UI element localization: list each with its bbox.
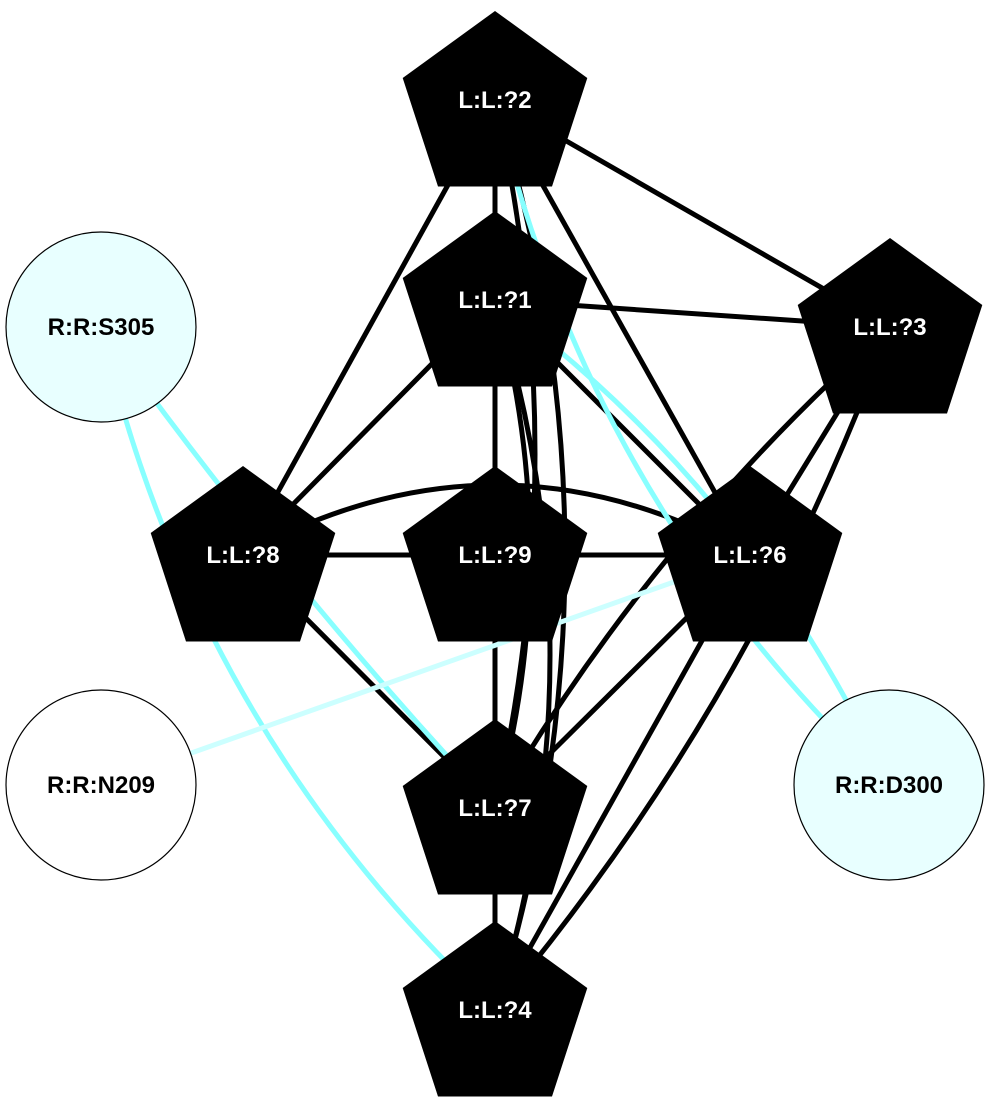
node-l4[interactable]: L:L:?4 (402, 921, 588, 1097)
nodes-layer: L:L:?2L:L:?1L:L:?3L:L:?8 L:L:?9 L:L:?6L:L:… (5, 11, 985, 1097)
node-label: L:L:?6 (713, 542, 786, 569)
ligand-pentagon-shape (150, 466, 336, 642)
ligand-pentagon-shape (402, 211, 588, 387)
edge-l3-l4 (493, 326, 893, 1012)
node-l7[interactable]: L:L:?7 (402, 719, 588, 895)
node-label: L:L:?4 (458, 997, 532, 1024)
residue-circle-shape (5, 689, 197, 881)
edge-n209-l6 (100, 552, 751, 788)
ligand-pentagon-shape (797, 238, 983, 414)
ligand-pentagon-shape (402, 921, 588, 1097)
ligand-pentagon-shape (402, 11, 588, 187)
ligand-pentagon-shape (402, 466, 588, 642)
residue-circle-shape (5, 231, 197, 423)
node-label: R:R:N209 (47, 772, 155, 799)
node-s305[interactable]: R:R:S305 (5, 231, 197, 423)
edge-s305-l4 (98, 326, 497, 1012)
node-label: L:L:?7 (458, 795, 531, 822)
node-l2[interactable]: L:L:?2 (402, 11, 588, 187)
node-l8[interactable]: L:L:?8 (150, 466, 336, 642)
node-label: L:L:?3 (853, 314, 926, 341)
node-l6[interactable]: L:L:?6 (657, 466, 843, 642)
node-l9[interactable]: L:L:?9 (402, 466, 588, 642)
node-label: L:L:?8 (206, 542, 279, 569)
node-d300[interactable]: R:R:D300 (793, 689, 985, 881)
node-n209[interactable]: R:R:N209 (5, 689, 197, 881)
edge-l1-l4 (492, 299, 553, 1011)
node-l1[interactable]: L:L:?1 (402, 211, 588, 387)
node-label: L:L:?1 (458, 287, 531, 314)
residue-circle-shape (793, 689, 985, 881)
node-label: L:L:?9 (458, 542, 531, 569)
node-label: L:L:?2 (458, 87, 531, 114)
edge-d300-l2 (492, 99, 891, 787)
node-l3[interactable]: L:L:?3 (797, 238, 983, 414)
node-label: R:R:S305 (48, 314, 155, 341)
ligand-pentagon-shape (402, 719, 588, 895)
node-label: R:R:D300 (835, 772, 943, 799)
ligand-pentagon-shape (657, 466, 843, 642)
edge-l2-l7 (492, 99, 538, 809)
